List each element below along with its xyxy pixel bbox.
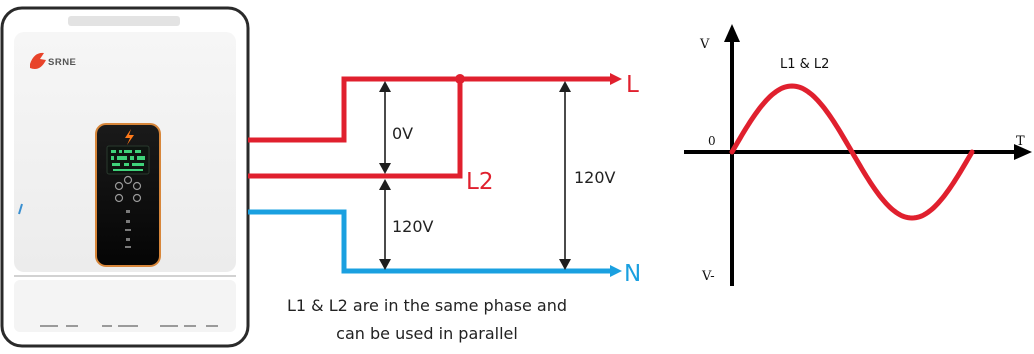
voltage-l-l2: 0V	[392, 124, 413, 143]
measure-l-l2	[379, 81, 391, 174]
caption-line-1: L1 & L2 are in the same phase and	[286, 296, 568, 315]
measure-l2-n	[379, 179, 391, 270]
waveform-label-t: T	[1016, 134, 1025, 149]
diagram-caption: L1 & L2 are in the same phase and can be…	[262, 292, 592, 348]
waveform-label-origin: 0	[708, 134, 716, 148]
caption-line-2: can be used in parallel	[336, 324, 518, 343]
label-l2: L2	[466, 169, 493, 195]
waveform-plot: V V- 0 T L1 & L2	[684, 24, 1032, 286]
inverter-control-panel	[95, 123, 161, 267]
panel-button-3	[132, 181, 142, 191]
inverter-bottom-section	[14, 280, 236, 332]
panel-button-5	[132, 193, 142, 203]
waveform-sine-curve	[729, 83, 975, 221]
waveform-y-arrowhead	[724, 24, 740, 42]
waveform-label-series: L1 & L2	[780, 57, 829, 72]
control-panel-frame	[95, 123, 161, 267]
wire-l-path	[248, 76, 612, 143]
lcd-segments	[111, 150, 145, 171]
inverter-device: SRNE	[0, 6, 250, 348]
inverter-side-mark	[18, 203, 23, 215]
wiring-diagram: L L2 N 0V 120V 120V	[248, 72, 641, 287]
srne-logo: SRNE	[30, 52, 76, 69]
wire-l2-path	[248, 79, 463, 179]
srne-logo-mark	[30, 52, 46, 69]
waveform-label-v-neg: V-	[701, 269, 715, 284]
panel-button-4	[114, 193, 124, 203]
inverter-mount-tab	[68, 16, 180, 26]
srne-logo-text: SRNE	[48, 57, 76, 68]
wire-l-arrowhead	[610, 73, 622, 85]
panel-button-2	[123, 175, 133, 185]
wire-n-arrowhead	[610, 265, 622, 277]
waveform-x-arrowhead	[1014, 144, 1032, 160]
voltage-l-n: 120V	[574, 168, 616, 187]
panel-indicators	[125, 210, 131, 248]
wire-junction-dot	[455, 74, 465, 84]
label-l: L	[626, 72, 639, 98]
wire-n-path	[248, 209, 612, 274]
voltage-l2-n: 120V	[392, 217, 434, 236]
panel-buttons	[114, 175, 142, 203]
panel-button-1	[114, 181, 124, 191]
label-n: N	[624, 261, 641, 287]
bolt-icon	[125, 129, 134, 145]
measure-l-n	[559, 81, 571, 270]
waveform-label-v: V	[699, 37, 710, 52]
